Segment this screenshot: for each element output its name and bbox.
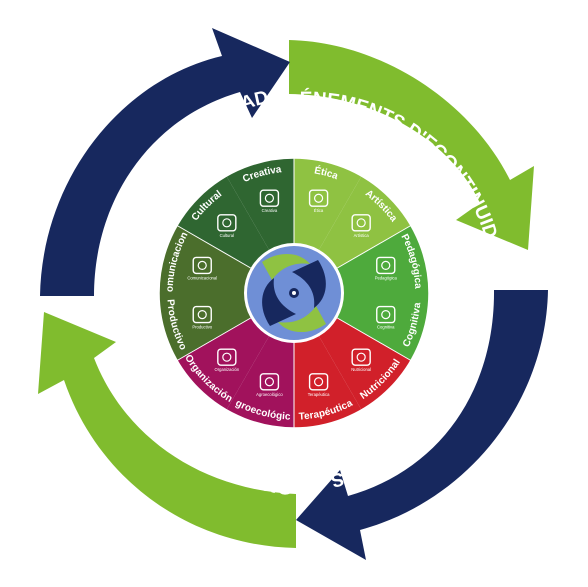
icon-caption-productivo: Productivo — [192, 325, 212, 330]
arrow-bottom-right — [296, 290, 548, 560]
wheel-divider — [176, 317, 251, 361]
wheel-rim — [158, 157, 430, 429]
center-hub — [245, 244, 343, 342]
hands-icon: Cultural — [217, 214, 237, 238]
lightbulb-person-icon: Creativa — [259, 189, 280, 213]
arrow-top-left — [40, 28, 290, 296]
wheel-divider — [337, 317, 412, 361]
document-chart-icon: Productivo — [192, 305, 213, 330]
icon-caption-pedagógica: Pedagógica — [375, 275, 398, 280]
icon-caption-nutricional: Nutricional — [351, 367, 371, 372]
head-puzzle-icon: Cognitiva — [376, 305, 396, 330]
wheel-segment-comunicacional — [159, 225, 251, 293]
arrow-top-right — [289, 40, 534, 250]
icon-caption-cultural: Cultural — [220, 233, 234, 238]
easel-icon: Artística — [351, 214, 371, 238]
wheel-segment-organización — [177, 318, 269, 410]
icon-caption-cognitiva: Cognitiva — [377, 325, 395, 330]
icon-caption-agroecológico: Agroecológico — [256, 392, 283, 397]
icon-caption-ética: Ética — [314, 208, 324, 213]
icon-caption-terapéutica: Terapéutica — [308, 392, 330, 397]
wheel-segment-pedagógica — [337, 225, 429, 293]
checklist-icon: Organización — [214, 348, 240, 372]
wheel-divider — [337, 225, 412, 269]
chat-people-icon: Comunicacional — [187, 256, 217, 280]
leaf-swirl-logo-icon — [262, 253, 326, 333]
icon-caption-organización: Organización — [214, 367, 239, 372]
dove-icon: Ética — [308, 189, 329, 213]
vegetable-icon: Nutricional — [351, 348, 371, 372]
wheel-segment-cognitiva — [337, 293, 429, 361]
icon-caption-artística: Artística — [354, 233, 370, 238]
icon-caption-comunicacional: Comunicacional — [187, 275, 217, 280]
wheel-divider — [176, 225, 251, 269]
icon-caption-creativa: Creativa — [262, 208, 278, 213]
book-icon: Pedagógica — [375, 256, 398, 280]
arrow-bottom-left — [38, 312, 296, 548]
wheel-segment-productivo — [159, 293, 251, 361]
wheel-segment-nutricional — [319, 318, 411, 410]
mortar-icon: Terapéutica — [308, 373, 330, 397]
globe-leaf-icon: Agroecológico — [256, 373, 283, 397]
